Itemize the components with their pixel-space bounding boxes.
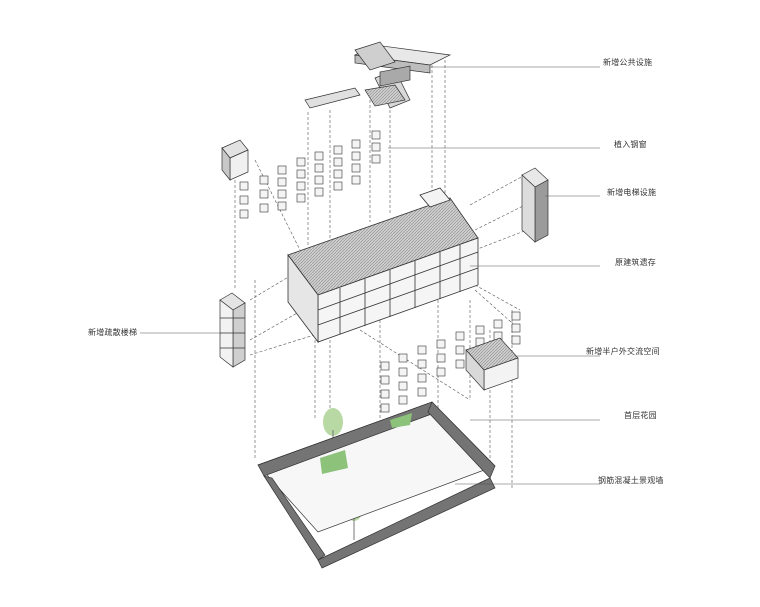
evacuation-stairs — [219, 292, 246, 368]
public-facilities-roof — [304, 41, 452, 109]
label-rc-retaining-wall: 钢筋混凝土景观墙 — [598, 476, 664, 485]
label-steel-windows: 植入钢窗 — [614, 140, 647, 149]
label-public-facilities: 新增公共设施 — [603, 58, 653, 67]
label-elevator: 新增电梯设施 — [607, 188, 657, 197]
steel-windows-lower — [380, 311, 521, 413]
original-building — [287, 187, 479, 344]
label-evacuation-stairs: 新增疏散楼梯 — [88, 328, 138, 337]
semi-outdoor-space — [465, 337, 519, 391]
label-ground-garden: 首层花园 — [624, 411, 657, 420]
label-semi-outdoor-space: 新增半户外交流空间 — [586, 347, 660, 356]
elevator-tower — [521, 167, 549, 243]
steel-windows-upper — [239, 130, 381, 219]
ground-garden — [257, 401, 496, 569]
leader-lines — [140, 66, 600, 485]
label-original-building: 原建筑遗存 — [615, 258, 656, 267]
small-tower-top-left — [221, 139, 249, 181]
